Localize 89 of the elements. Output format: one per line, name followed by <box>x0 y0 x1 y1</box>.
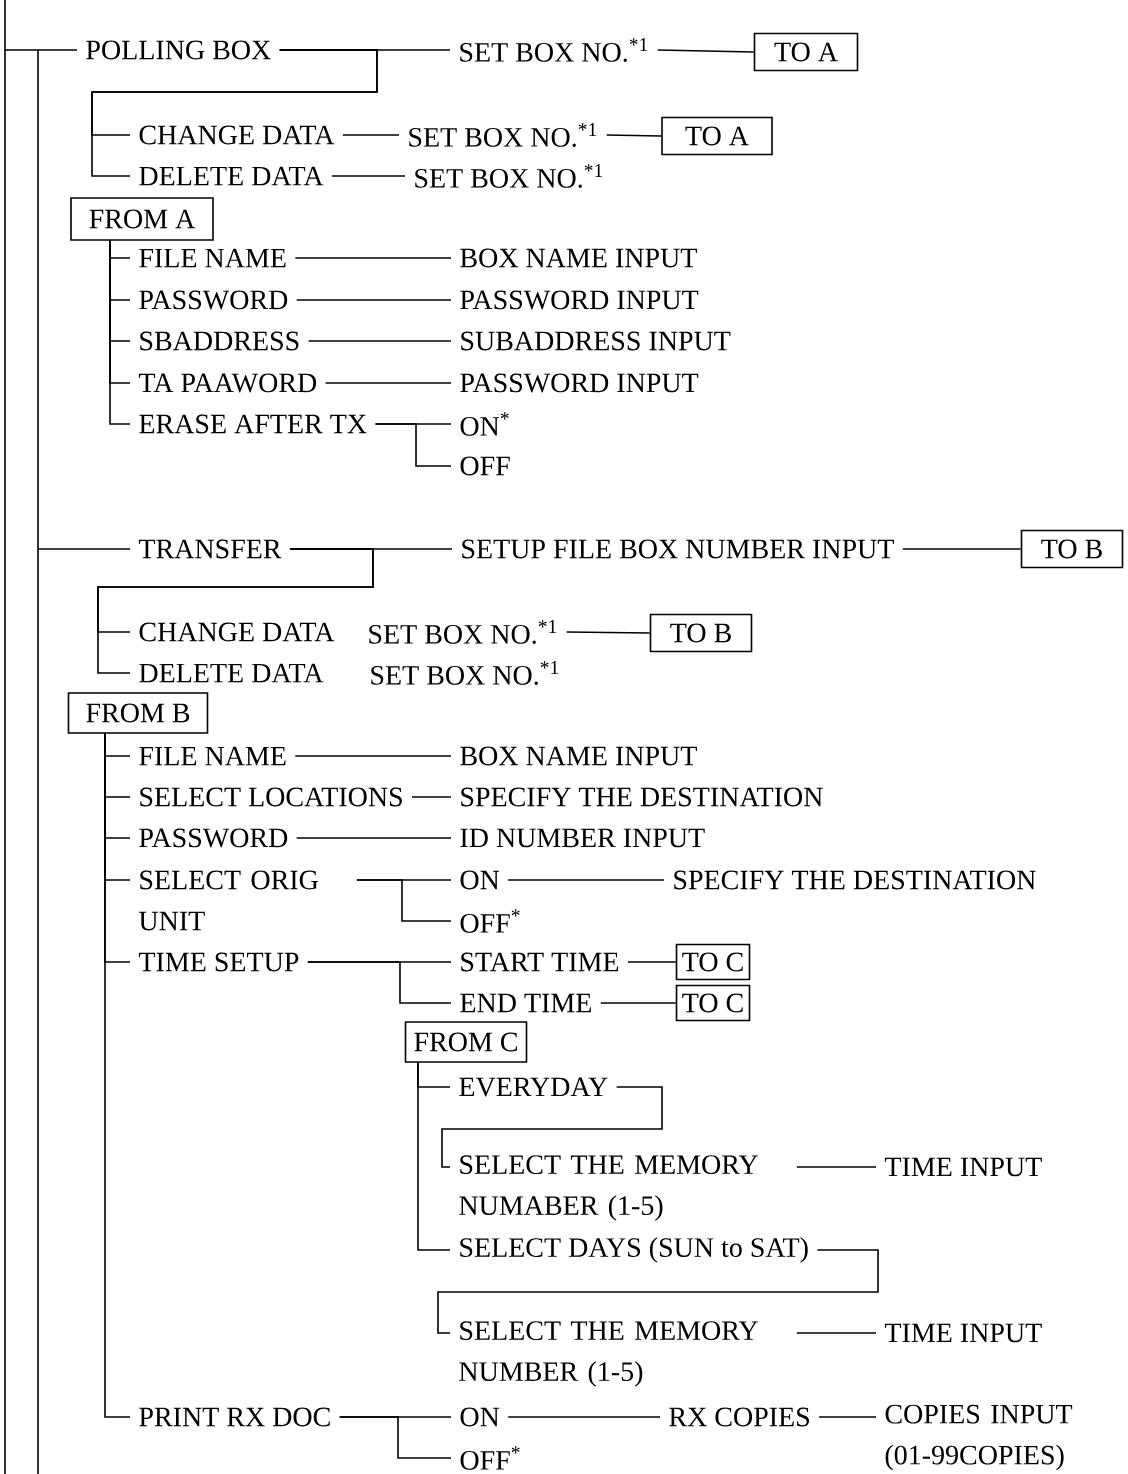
menu-label: FILE NAME <box>139 746 286 766</box>
tree-line <box>902 548 1022 550</box>
connector-box: FROM A <box>70 197 214 241</box>
menu-label: PASSWORD <box>139 290 288 310</box>
menu-label: POLLING BOX <box>86 40 271 60</box>
menu-label: SET BOX NO.$^{*1}$ <box>371 661 559 685</box>
tree-line <box>109 240 131 425</box>
menu-label: DELETE DATA <box>139 166 324 186</box>
menu-label: TIME INPUT <box>884 1157 1042 1177</box>
tree-line <box>342 134 400 136</box>
menu-label: SPECIFY THE DESTINATION <box>674 870 1036 890</box>
menu-label: PRINT RX DOC <box>139 1407 330 1427</box>
tree-line <box>507 1416 661 1418</box>
connector-box: TO B <box>1020 529 1124 569</box>
tree-line <box>307 340 452 342</box>
tree-line <box>437 1249 879 1334</box>
tree-line <box>338 1416 452 1459</box>
menu-label: OFF$^{*}$ <box>460 1446 520 1470</box>
menu-label: SUBADDRESS INPUT <box>461 331 731 351</box>
menu-label: SET BOX NO.$^{*1}$ <box>409 123 597 147</box>
tree-line <box>331 175 406 177</box>
connector-box: TO C <box>675 943 751 981</box>
connector-box: TO B <box>649 613 753 653</box>
menu-label: SETUP FILE BOX NUMBER INPUT <box>462 539 894 559</box>
menu-label: FILE NAME <box>139 248 286 268</box>
menu-label: OFF <box>460 456 510 476</box>
connector-box: TO A <box>753 32 859 72</box>
tree-line <box>37 548 131 550</box>
tree-line <box>600 1002 677 1004</box>
menu-label: CHANGE DATA <box>139 125 335 145</box>
menu-label: SBADDRESS <box>140 331 299 351</box>
menu-label: SET BOX NO.$^{*1}$ <box>415 164 603 188</box>
tree-line <box>796 1166 877 1168</box>
tree-line <box>605 134 662 137</box>
tree-line <box>656 49 755 53</box>
tree-line <box>104 733 131 1418</box>
tree-line <box>356 879 452 922</box>
connector-box: TO C <box>675 984 751 1022</box>
tree-line <box>796 1332 877 1334</box>
menu-label: DELETE DATA <box>139 663 324 683</box>
tree-line <box>91 49 378 177</box>
menu-label: TIME INPUT <box>884 1323 1042 1343</box>
tree-line <box>565 631 651 634</box>
menu-label: COPIES INPUT (01-99COPIES) <box>885 1404 1073 1471</box>
menu-label: CHANGE DATA <box>139 622 335 642</box>
tree-line <box>507 879 665 881</box>
menu-label: SELECT DAYS (SUN to SAT) <box>460 1237 808 1263</box>
connector-box: FROM C <box>404 1021 528 1063</box>
menu-label: ON$^{*}$ <box>460 412 509 436</box>
menu-label: SPECIFY THE DESTINATION <box>461 787 823 807</box>
menu-label: RX COPIES <box>669 1407 809 1427</box>
tree-line <box>324 382 452 384</box>
connector-box: TO A <box>661 116 773 156</box>
tree-line <box>374 423 452 467</box>
menu-label: OFF$^{*}$ <box>460 909 520 933</box>
menu-label: SET BOX NO.$^{*1}$ <box>369 620 557 644</box>
menu-label: BOX NAME INPUT <box>460 248 697 268</box>
tree-line <box>294 755 452 757</box>
menu-label: BOX NAME INPUT <box>460 746 697 766</box>
menu-label: TIME SETUP <box>138 952 299 972</box>
tree-line <box>295 299 452 301</box>
menu-label: END TIME <box>460 993 591 1013</box>
menu-label: ON <box>460 870 500 890</box>
connector-box: FROM B <box>67 692 209 734</box>
menu-label: SELECT LOCATIONS <box>140 787 402 807</box>
menu-label: TA PAAWORD <box>138 373 317 393</box>
tree-line <box>294 257 452 259</box>
tree-line <box>818 1416 877 1418</box>
tree-line <box>97 548 374 674</box>
menu-label: ON <box>460 1407 500 1427</box>
tree-line <box>411 796 452 798</box>
tree-line <box>441 1086 663 1168</box>
menu-label: START TIME <box>461 952 619 972</box>
tree-line <box>417 1062 451 1251</box>
menu-label: EVERYDAY <box>459 1077 608 1097</box>
menu-label: PASSWORD INPUT <box>460 373 699 393</box>
menu-label: ID NUMBER INPUT <box>460 828 705 848</box>
menu-label: PASSWORD <box>139 828 288 848</box>
menu-label: SET BOX NO.$^{*1}$ <box>460 38 648 62</box>
menu-label: SELECT THE MEMORY NUMBER (1-5) <box>459 1321 758 1387</box>
menu-label: PASSWORD INPUT <box>460 290 699 310</box>
tree-line <box>307 961 452 1004</box>
tree-line <box>295 837 452 839</box>
tree-line <box>4 49 78 51</box>
menu-label: ERASE AFTER TX <box>139 414 367 434</box>
menu-label: SELECT THE MEMORY NUMABER (1-5) <box>459 1155 758 1221</box>
menu-label: SELECT ORIG UNIT <box>139 870 318 931</box>
menu-label: TRANSFER <box>138 539 282 559</box>
tree-line <box>627 961 677 963</box>
